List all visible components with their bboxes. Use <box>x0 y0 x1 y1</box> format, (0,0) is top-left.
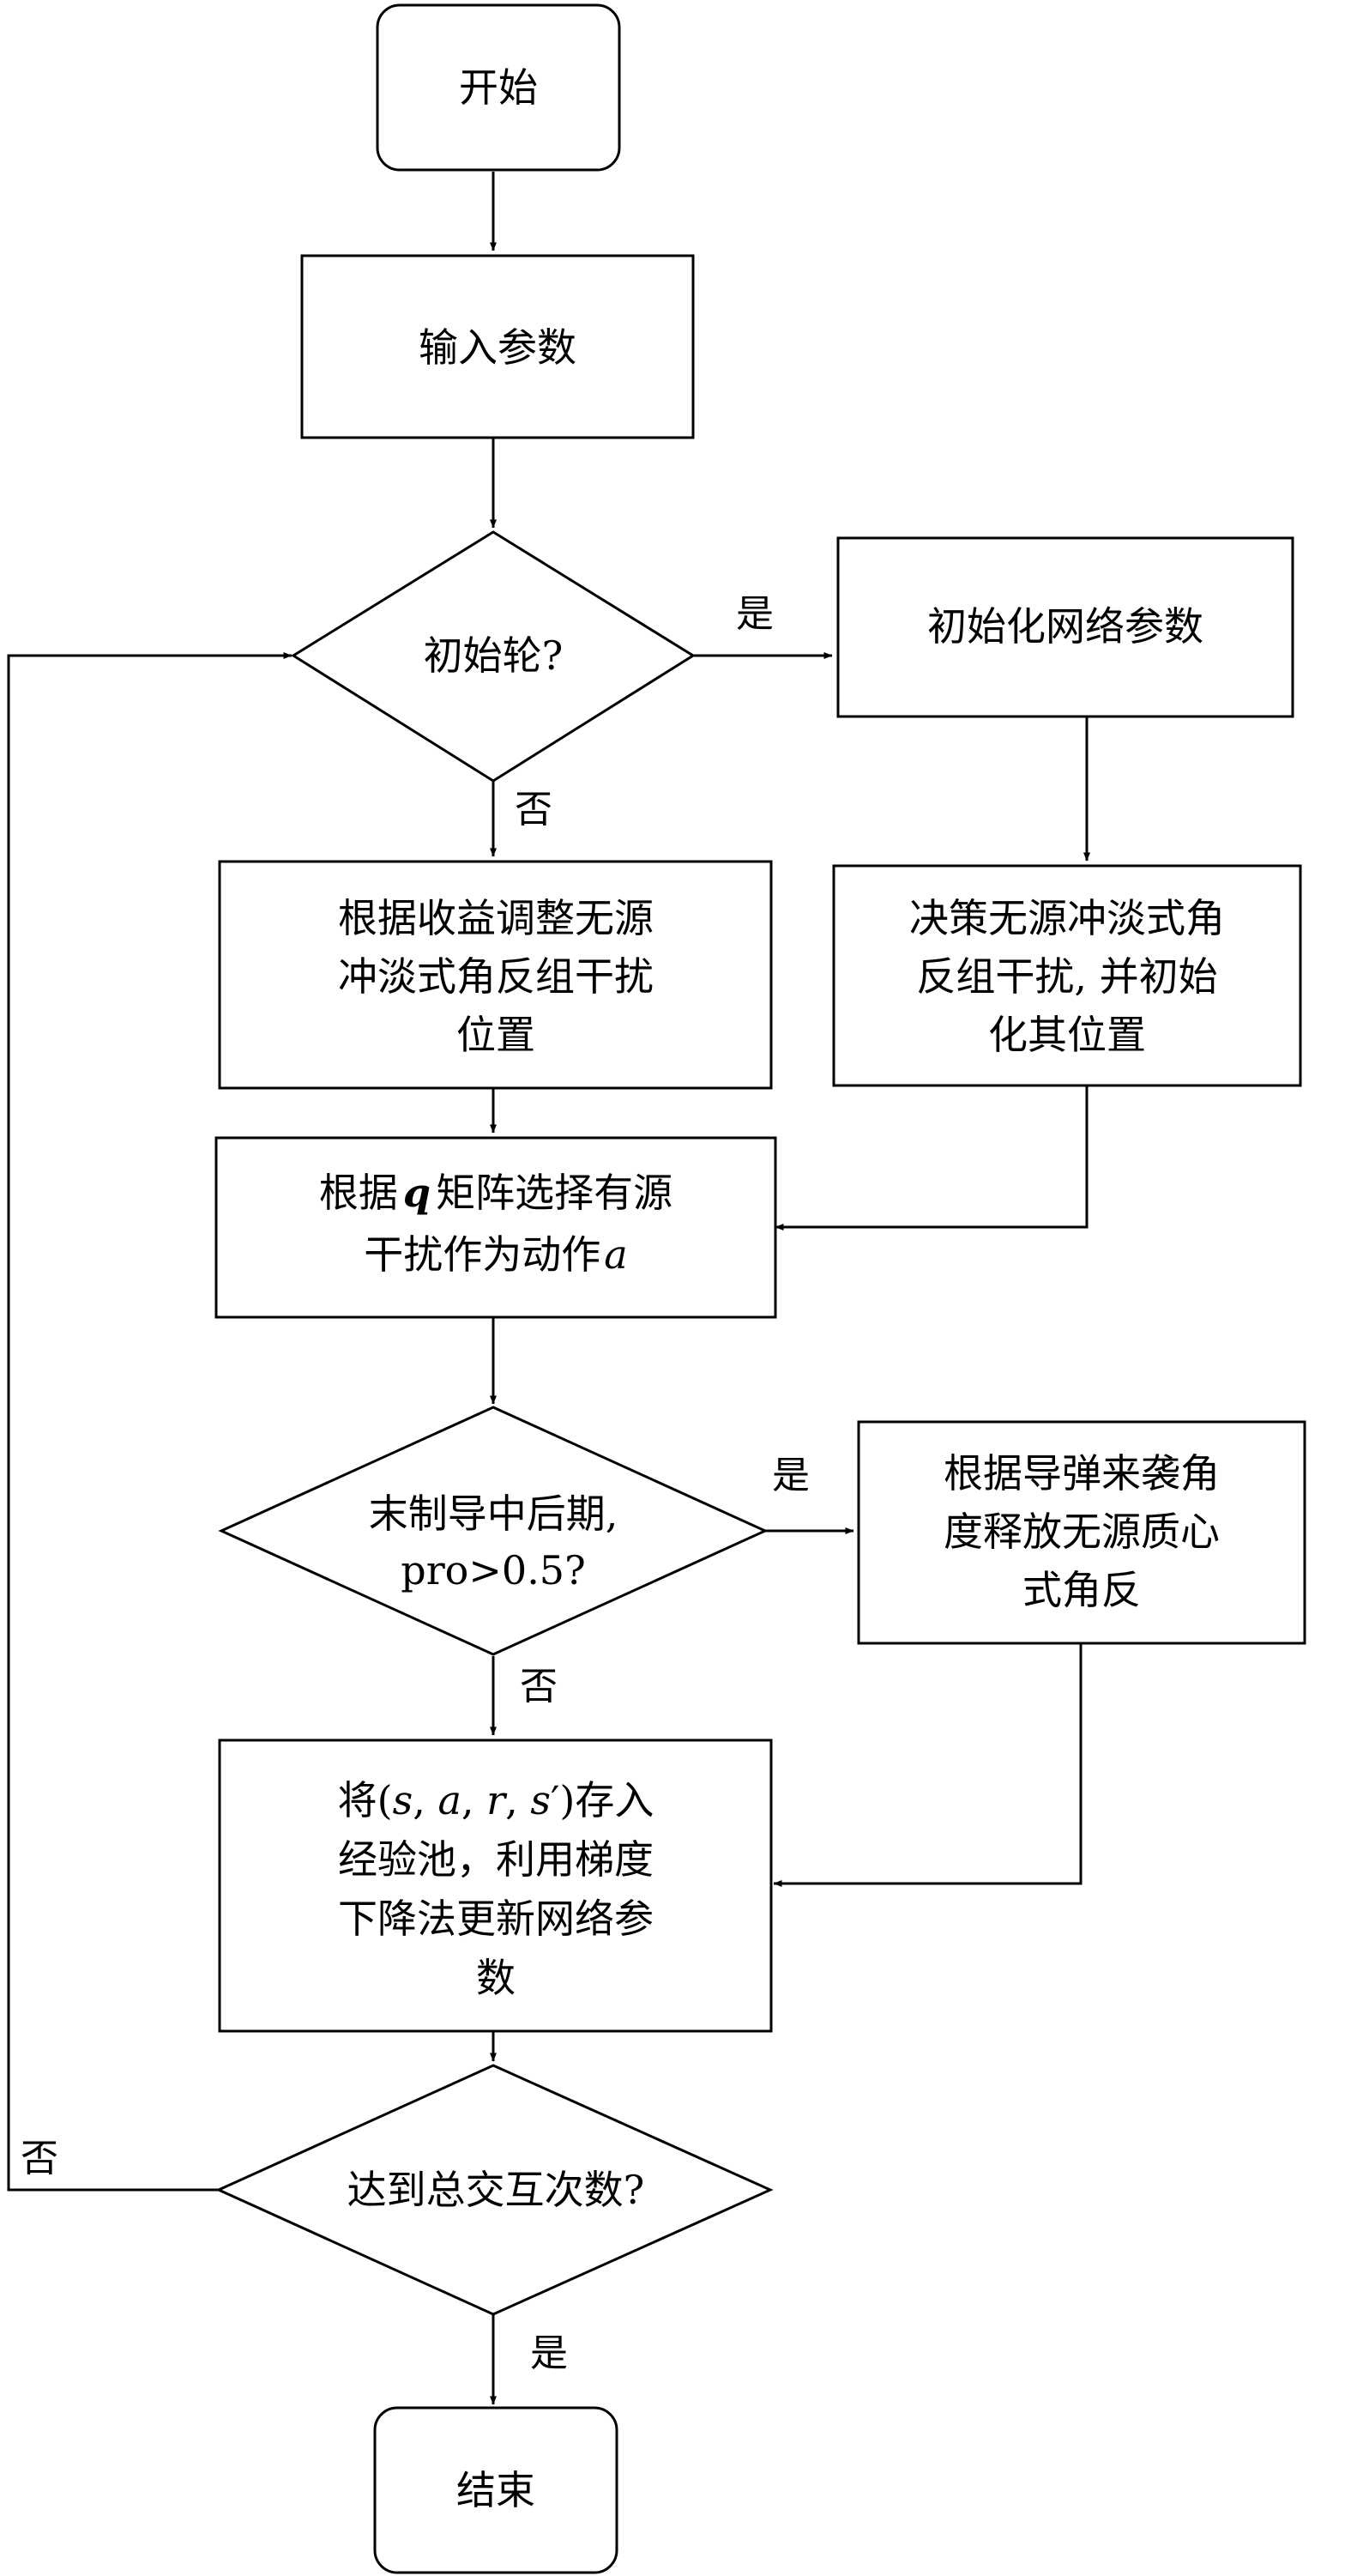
store-s-symbol: s <box>393 1777 413 1823</box>
start-label: 开始 <box>459 64 538 111</box>
release-reflector-node: 根据导弹来袭角 度释放无源质心 式角反 <box>857 1420 1306 1645</box>
decide-line-1: 决策无源冲淡式角 <box>909 895 1225 941</box>
terminal-line-1: 末制导中后期, <box>369 1491 618 1537</box>
select-q-symbol: q <box>403 1170 431 1216</box>
select-line-2: 干扰作为动作a <box>364 1231 627 1278</box>
adjust-line-2: 冲淡式角反组干扰 <box>338 953 654 1000</box>
select-line-2-prefix: 干扰作为动作 <box>364 1231 600 1278</box>
select-line-1-suffix: 矩阵选择有源 <box>436 1170 672 1216</box>
store-line-1: 将(s, a, r, s′)存入 <box>338 1777 654 1823</box>
store-comma-3: , <box>505 1777 530 1823</box>
store-update-node: 将(s, a, r, s′)存入 经验池，利用梯度 下降法更新网络参 数 <box>218 1738 773 2033</box>
store-a-symbol: a <box>437 1777 461 1823</box>
adjust-line-3: 位置 <box>456 1012 535 1058</box>
first-round-decision: 初始轮? <box>291 530 696 783</box>
reach-yes-label: 是 <box>530 2331 568 2375</box>
init-network-label: 初始化网络参数 <box>927 603 1203 650</box>
select-line-1-prefix: 根据 <box>319 1170 398 1216</box>
select-a-symbol: a <box>604 1231 627 1278</box>
store-line-4: 数 <box>476 1955 516 2001</box>
edge-decide-to-select <box>775 1085 1089 1231</box>
store-comma-1: , <box>413 1777 437 1823</box>
start-node: 开始 <box>376 3 621 172</box>
store-s-prime-symbol: s <box>530 1777 551 1823</box>
terminal-line-2: pro>0.5? <box>401 1547 586 1593</box>
terminal-phase-decision: 末制导中后期, pro>0.5? <box>218 1406 769 1656</box>
first-round-label: 初始轮? <box>424 632 564 679</box>
adjust-line-1: 根据收益调整无源 <box>338 895 654 941</box>
end-node: 结束 <box>373 2406 618 2574</box>
decide-line-2: 反组干扰, 并初始 <box>916 953 1217 1000</box>
release-line-2: 度释放无源质心 <box>944 1509 1220 1555</box>
terminal-no-label: 否 <box>520 1665 558 1708</box>
reach-total-decision: 达到总交互次数? <box>215 2064 774 2316</box>
store-line-1-suffix: ′)存入 <box>551 1777 654 1823</box>
input-params-node: 输入参数 <box>300 254 695 439</box>
edge-release-to-store <box>773 1643 1083 1887</box>
store-line-3: 下降法更新网络参 <box>338 1896 654 1942</box>
first-round-no-label: 否 <box>515 788 552 831</box>
terminal-yes-label: 是 <box>772 1454 810 1497</box>
input-params-label: 输入参数 <box>419 324 576 371</box>
init-network-node: 初始化网络参数 <box>836 536 1294 718</box>
edge-reach-no-loop <box>7 652 293 2192</box>
reach-total-label: 达到总交互次数? <box>347 2167 645 2213</box>
release-line-1: 根据导弹来袭角 <box>944 1450 1220 1497</box>
reach-no-label: 否 <box>21 2137 58 2180</box>
store-comma-2: , <box>461 1777 486 1823</box>
release-line-3: 式角反 <box>1022 1567 1141 1613</box>
store-r-symbol: r <box>486 1777 508 1823</box>
adjust-position-node: 根据收益调整无源 冲淡式角反组干扰 位置 <box>218 860 773 1090</box>
end-label: 结束 <box>456 2467 535 2513</box>
decide-jamming-node: 决策无源冲淡式角 反组干扰, 并初始 化其位置 <box>832 864 1302 1087</box>
store-line-1-prefix: 将( <box>338 1777 393 1823</box>
store-line-2: 经验池，利用梯度 <box>338 1836 654 1883</box>
decide-line-3: 化其位置 <box>988 1012 1146 1058</box>
first-round-yes-label: 是 <box>736 592 774 636</box>
